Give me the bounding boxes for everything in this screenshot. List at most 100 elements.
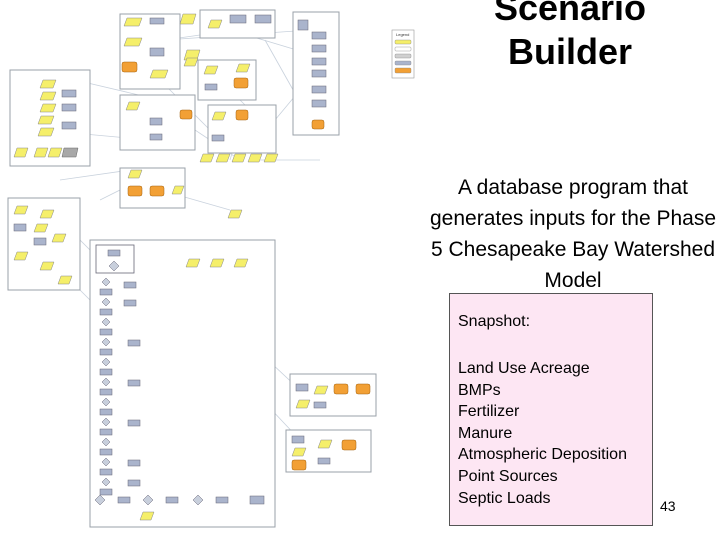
table-node: [313, 401, 327, 409]
process-node: [13, 147, 29, 158]
table-node: [99, 448, 113, 456]
output-node: [291, 459, 307, 471]
legend-swatch: [394, 46, 412, 52]
table-node: [61, 89, 77, 98]
process-node: [37, 127, 55, 137]
process-node: [37, 115, 55, 125]
process-node: [125, 101, 141, 111]
table-node: [127, 479, 141, 487]
decision-node: [101, 437, 111, 447]
decision-node: [94, 494, 106, 506]
legend-title: Legend: [396, 32, 409, 37]
process-node: [179, 13, 197, 25]
process-node: [227, 209, 243, 219]
diagram-panel: [289, 373, 377, 417]
snapshot-item: Land Use Acreage: [458, 360, 590, 377]
process-node: [33, 147, 49, 158]
snapshot-item: Septic Loads: [458, 489, 551, 507]
page-number: 43: [660, 498, 676, 514]
table-node: [127, 339, 141, 347]
table-node: [165, 496, 179, 504]
process-node: [61, 147, 79, 158]
output-node: [341, 439, 357, 451]
table-node: [99, 408, 113, 416]
output-node: [355, 383, 371, 395]
table-node: [291, 435, 305, 444]
legend-swatch: [394, 60, 412, 66]
table-node: [149, 47, 165, 57]
process-node: [233, 258, 249, 268]
table-node: [99, 368, 113, 376]
table-node: [99, 488, 113, 496]
process-node: [39, 91, 57, 101]
process-node: [207, 19, 223, 29]
table-node: [317, 457, 331, 465]
title-line: Builder: [507, 31, 632, 72]
legend-swatch: [394, 39, 412, 45]
output-node: [121, 61, 138, 73]
output-node: [235, 109, 249, 121]
process-node: [123, 17, 143, 27]
snapshot-item: Point Sources: [458, 467, 558, 485]
output-node: [127, 185, 143, 197]
output-node: [333, 383, 349, 395]
workflow-diagram-image: Legend: [7, 9, 415, 528]
decision-node: [192, 494, 204, 506]
table-node: [13, 223, 27, 232]
process-node: [247, 153, 263, 163]
table-node: [215, 496, 229, 504]
table-node: [311, 99, 327, 108]
decision-node: [101, 277, 111, 287]
snapshot-list: Land Use Acreage BMPs Fertilizer Manure …: [458, 358, 627, 509]
snapshot-item: Manure: [458, 424, 513, 442]
process-node: [183, 57, 199, 67]
process-node: [149, 69, 169, 79]
decision-node: [101, 297, 111, 307]
slide-title: Scenario Builder: [420, 0, 720, 74]
table-node: [295, 383, 309, 392]
table-node: [99, 328, 113, 336]
output-node: [149, 185, 165, 197]
process-node: [231, 153, 247, 163]
snapshot-box: Snapshot: Land Use Acreage BMPs Fertiliz…: [449, 293, 653, 526]
process-node: [13, 251, 29, 261]
process-node: [203, 65, 219, 75]
table-node: [297, 19, 309, 31]
process-node: [39, 103, 57, 113]
output-node: [233, 77, 249, 89]
process-node: [39, 209, 55, 219]
process-node: [215, 153, 231, 163]
table-node: [311, 69, 327, 78]
process-node: [171, 185, 185, 195]
table-node: [123, 299, 137, 307]
process-node: [123, 37, 143, 47]
process-node: [139, 511, 155, 521]
process-node: [211, 111, 227, 121]
decision-node: [101, 377, 111, 387]
table-node: [99, 308, 113, 316]
table-node: [127, 379, 141, 387]
decision-node: [142, 494, 154, 506]
process-node: [313, 385, 329, 395]
table-node: [311, 31, 327, 40]
process-node: [185, 258, 201, 268]
table-node: [123, 281, 137, 289]
output-node: [179, 109, 193, 120]
table-node: [127, 419, 141, 427]
snapshot-item: Fertilizer: [458, 403, 520, 421]
process-node: [199, 153, 215, 163]
process-node: [317, 439, 333, 449]
table-node: [61, 121, 77, 130]
process-node: [291, 447, 307, 457]
slide-subtitle: A database program that generates inputs…: [429, 176, 717, 292]
table-node: [311, 44, 327, 53]
decision-node: [101, 357, 111, 367]
table-node: [254, 14, 272, 24]
table-node: [149, 17, 165, 25]
table-node: [204, 83, 218, 91]
title-line: Scenario: [493, 0, 647, 28]
table-node: [149, 133, 163, 141]
process-node: [51, 233, 67, 243]
process-node: [295, 399, 311, 409]
table-node: [311, 85, 327, 94]
